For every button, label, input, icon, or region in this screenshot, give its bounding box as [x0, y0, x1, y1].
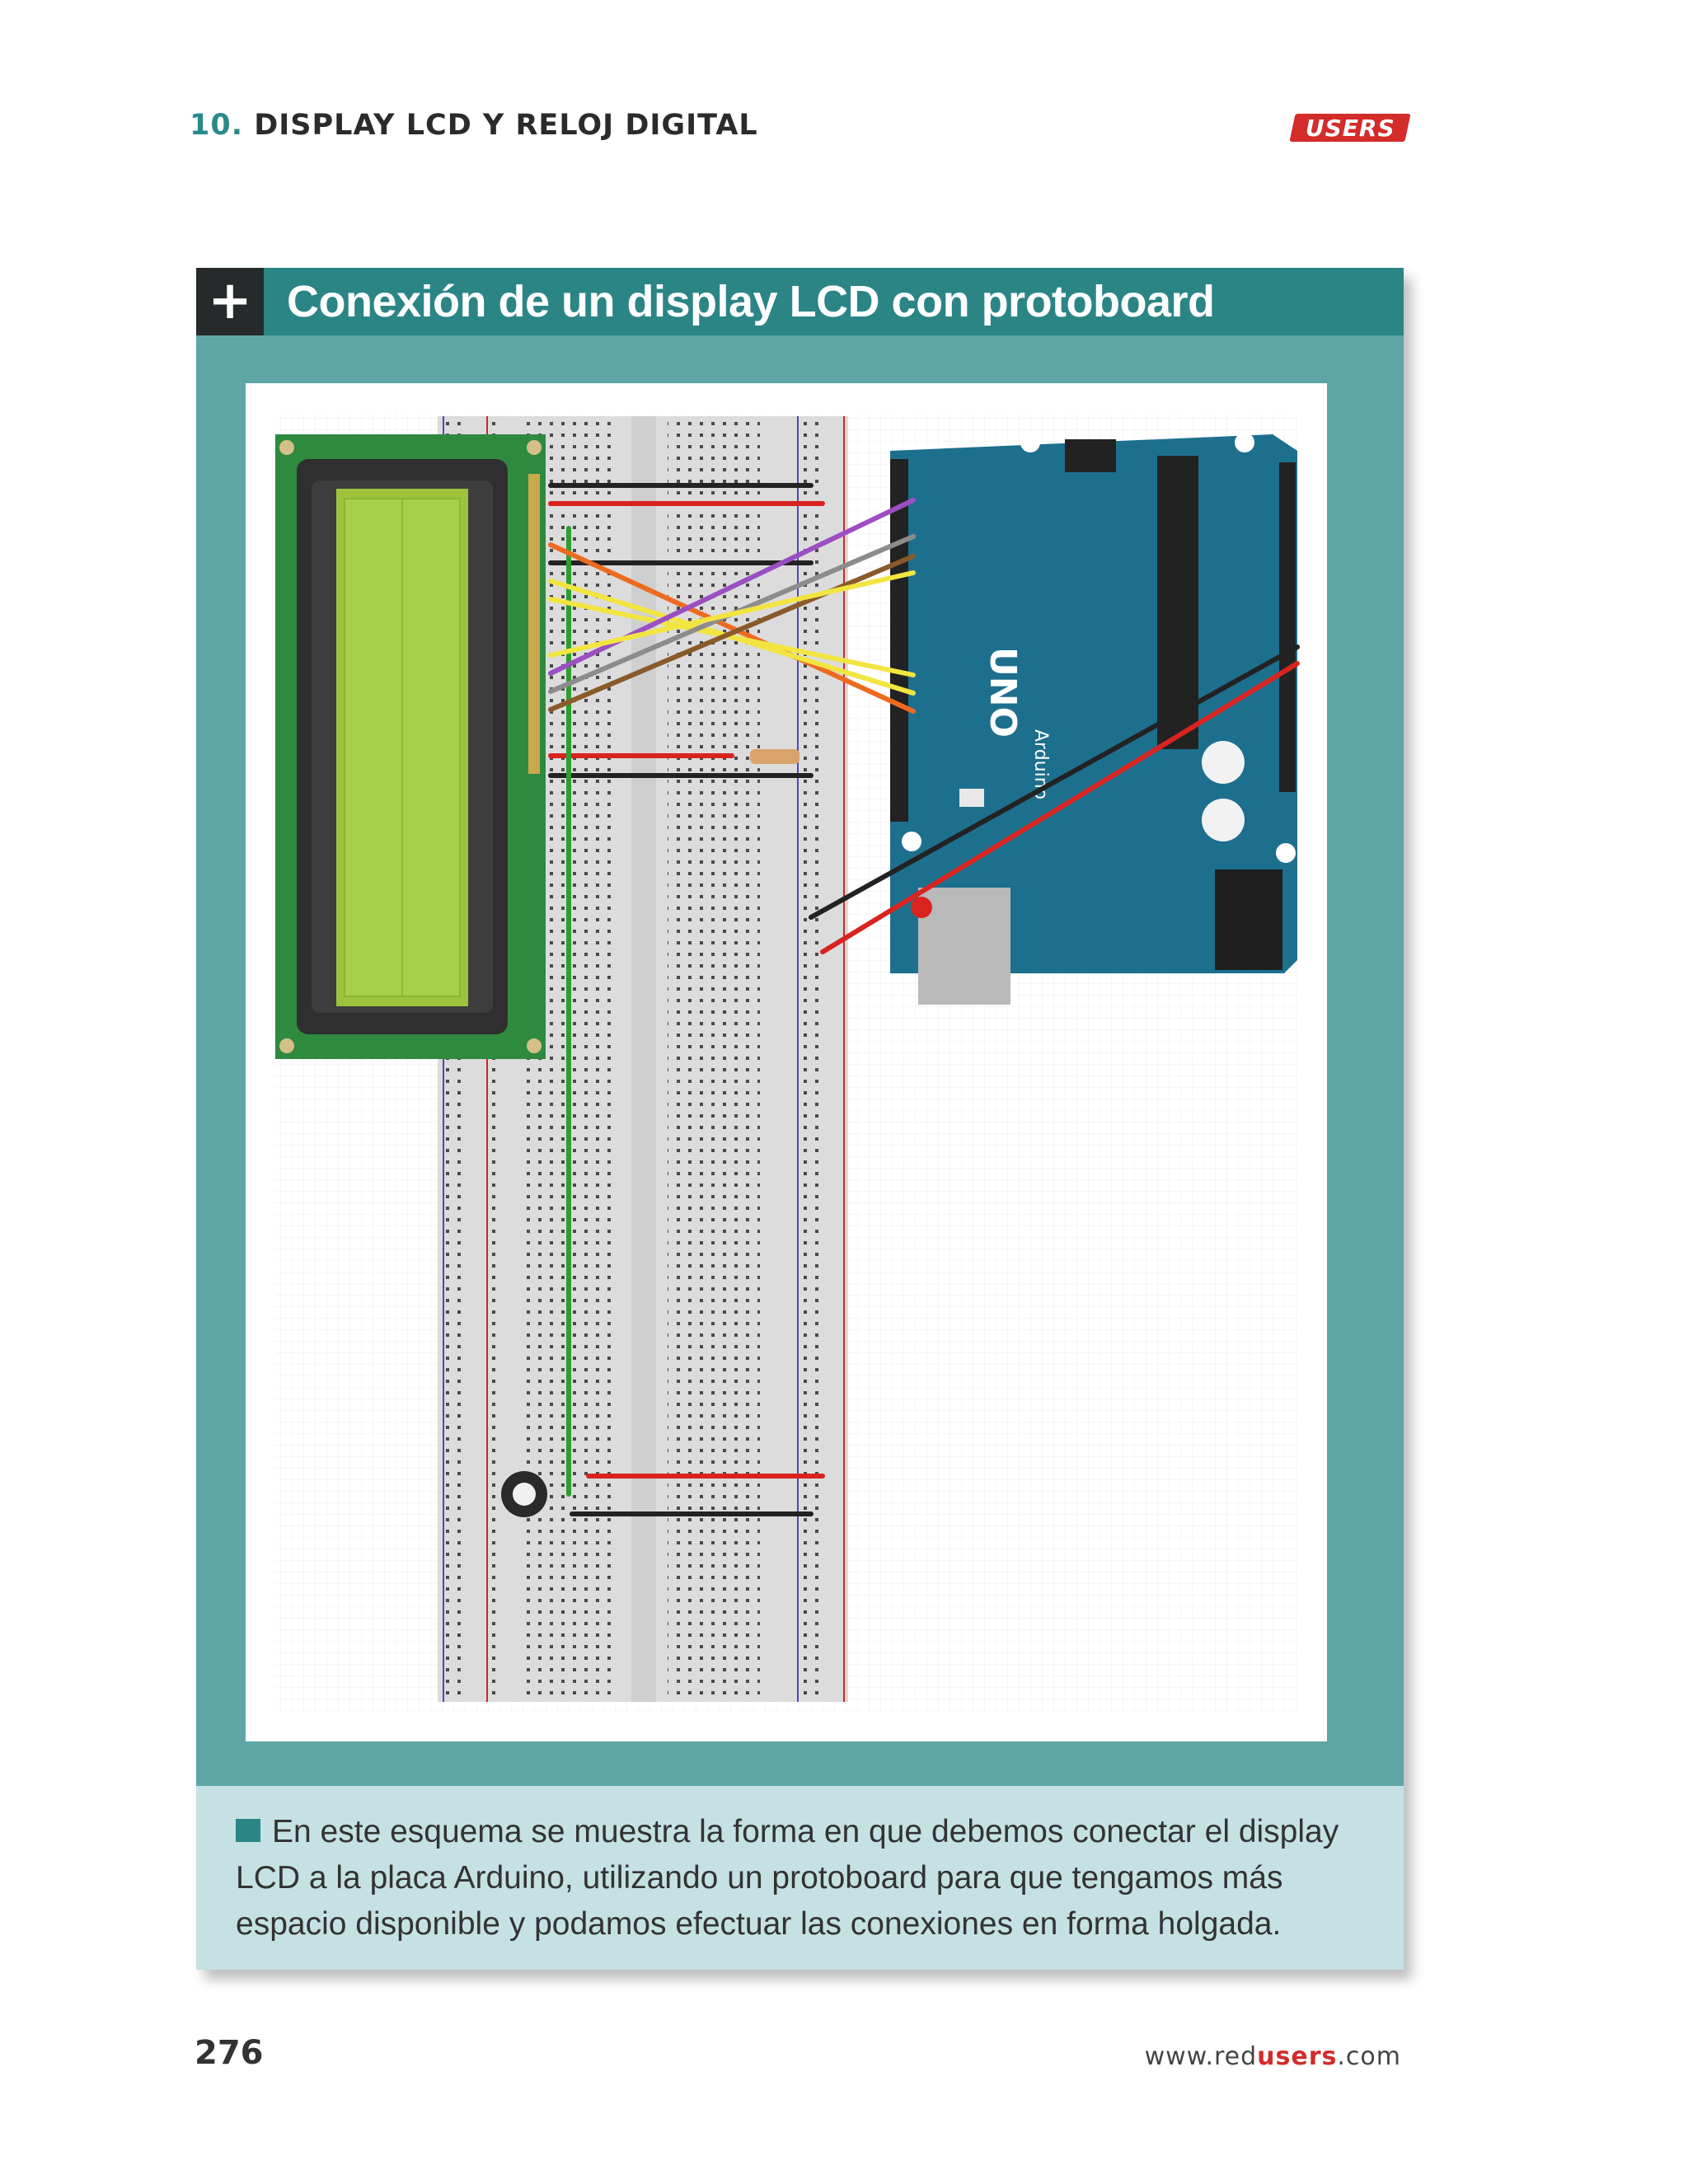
chapter-title: DISPLAY LCD Y RELOJ DIGITAL	[254, 109, 758, 142]
arduino-model-label: UNO	[982, 647, 1024, 738]
running-head: 10. DISPLAY LCD Y RELOJ DIGITAL	[190, 109, 758, 142]
circuit-figure: UNO Arduino	[246, 383, 1327, 1741]
logo-text: USERS	[1305, 114, 1395, 142]
page-number: 276	[195, 2034, 264, 2072]
site-url: www.redusers.com	[1145, 2042, 1401, 2071]
site-brand: users	[1257, 2042, 1338, 2071]
caption-box: En este esquema se muestra la forma en q…	[196, 1786, 1404, 1970]
lcd-module	[275, 434, 546, 1059]
sidebar-box: + Conexión de un display LCD con protobo…	[196, 268, 1404, 1970]
plus-icon: +	[196, 268, 264, 335]
chapter-number: 10.	[190, 109, 244, 142]
box-title: Conexión de un display LCD con protoboar…	[287, 277, 1215, 326]
box-header: + Conexión de un display LCD con protobo…	[196, 268, 1404, 335]
site-suffix: .com	[1337, 2042, 1401, 2071]
caption-text: En este esquema se muestra la forma en q…	[236, 1814, 1339, 1942]
caption-bullet	[236, 1819, 260, 1842]
wires	[548, 483, 1300, 1516]
circuit-diagram: UNO Arduino	[275, 413, 1300, 1712]
caption: En este esquema se muestra la forma en q…	[236, 1809, 1365, 1947]
users-logo: USERS	[1289, 114, 1411, 142]
arduino-board: UNO Arduino	[890, 433, 1297, 1005]
resistor	[750, 749, 799, 764]
site-prefix: www.red	[1144, 2042, 1258, 2071]
